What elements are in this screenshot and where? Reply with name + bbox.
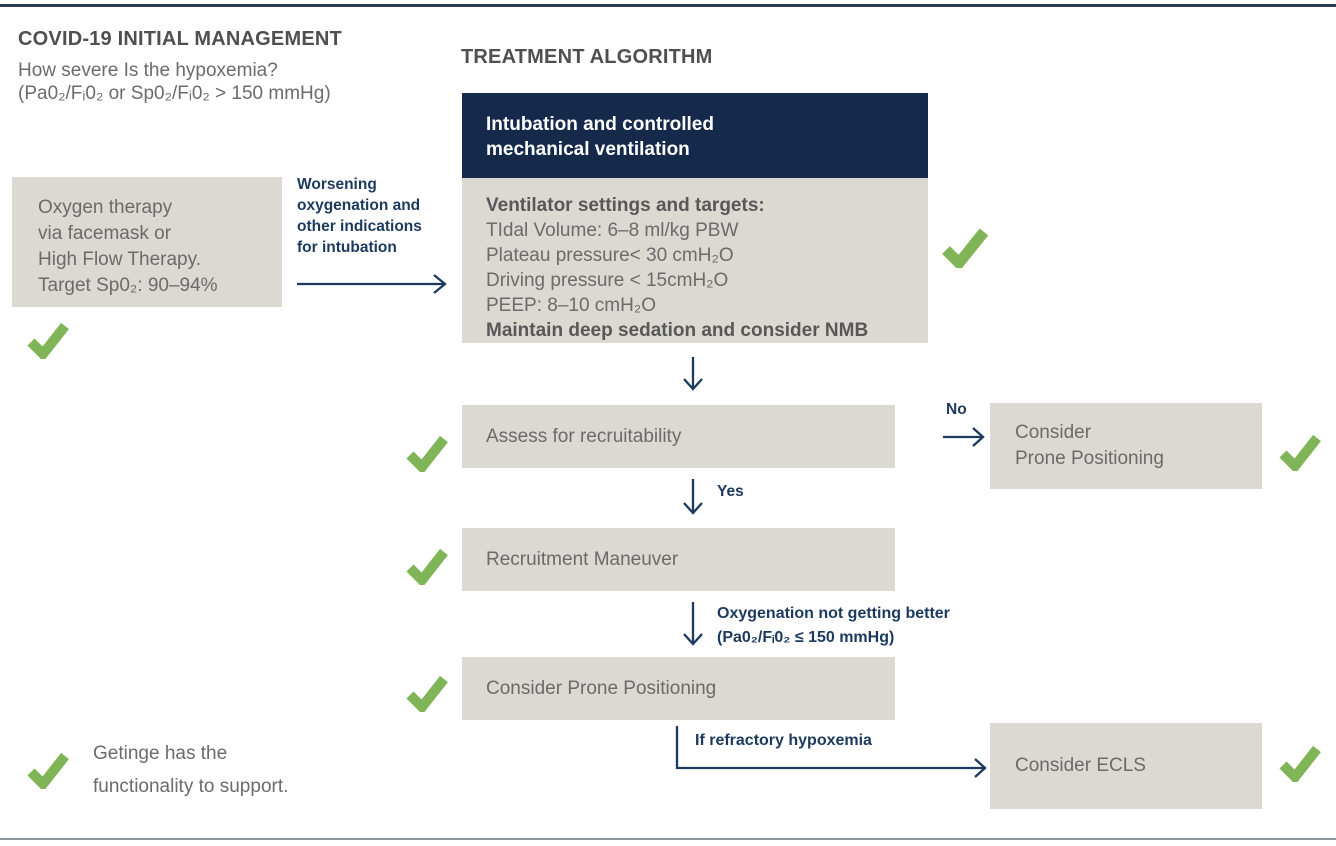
- down-arrow-icon: [683, 357, 703, 391]
- transition-label: Worsening oxygenation and other indicati…: [297, 176, 422, 256]
- checkmark-icon: [942, 228, 988, 268]
- page-title: COVID-19 INITIAL MANAGEMENT: [18, 28, 342, 50]
- ventilator-setting: TIdal Volume: 6–8 ml/kg PBW: [486, 220, 739, 241]
- top-divider: [0, 4, 1336, 7]
- refractory-label: If refractory hypoxemia: [695, 732, 872, 749]
- down-arrow-icon: [683, 479, 703, 515]
- consider-ecls-box: Consider ECLS: [990, 723, 1262, 809]
- ventilator-setting: Driving pressure < 15cmH₂O: [486, 270, 729, 291]
- checkmark-icon: [406, 435, 448, 472]
- legend-checkmark-icon: [27, 752, 69, 789]
- right-arrow-icon: [943, 427, 985, 447]
- intubation-box: Intubation and controlled mechanical ven…: [462, 93, 928, 178]
- right-arrow-icon: [297, 274, 447, 294]
- ventilator-setting: PEEP: 8–10 cmH₂O: [486, 295, 656, 316]
- algorithm-title: TREATMENT ALGORITHM: [461, 46, 713, 68]
- assess-recruitability-box: Assess for recruitability: [462, 405, 895, 468]
- intro-question: How severe Is the hypoxemia?: [18, 60, 278, 81]
- ventilator-heading: Ventilator settings and targets:: [486, 195, 765, 216]
- oxygen-therapy-line: High Flow Therapy.: [38, 249, 201, 270]
- checkmark-icon: [27, 322, 69, 359]
- yes-label: Yes: [717, 483, 744, 500]
- prone-positioning-right-box: Consider Prone Positioning: [990, 403, 1262, 489]
- oxygen-therapy-line: via facemask or: [38, 223, 172, 244]
- ventilator-setting: Plateau pressure< 30 cmH₂O: [486, 245, 734, 266]
- no-label: No: [946, 401, 967, 418]
- intro-criteria: (Pa0₂/Fᵢ0₂ or Sp0₂/Fᵢ0₂ > 150 mmHg): [18, 83, 331, 104]
- legend-text: Getinge has the functionality to support…: [93, 743, 289, 797]
- intubation-line: Intubation and controlled: [486, 114, 714, 135]
- oxygen-therapy-box: Oxygen therapy via facemask or High Flow…: [12, 177, 282, 307]
- consider-prone-box: Consider Prone Positioning: [462, 657, 895, 720]
- checkmark-icon: [1279, 434, 1321, 471]
- checkmark-icon: [406, 675, 448, 712]
- oxygen-therapy-line: Target Sp0₂: 90–94%: [38, 275, 218, 296]
- bottom-divider: [0, 838, 1336, 840]
- oxygen-therapy-line: Oxygen therapy: [38, 197, 173, 218]
- checkmark-icon: [406, 548, 448, 585]
- ventilator-settings-box: Ventilator settings and targets: TIdal V…: [462, 178, 928, 343]
- checkmark-icon: [1279, 745, 1321, 782]
- oxygenation-label: Oxygenation not getting better (Pa0₂/Fᵢ0…: [717, 605, 950, 646]
- ventilator-footer: Maintain deep sedation and consider NMB: [486, 320, 869, 341]
- down-arrow-icon: [683, 602, 703, 646]
- elbow-arrow-icon: [675, 726, 987, 778]
- recruitment-maneuver-box: Recruitment Maneuver: [462, 528, 895, 591]
- intubation-line: mechanical ventilation: [486, 139, 690, 160]
